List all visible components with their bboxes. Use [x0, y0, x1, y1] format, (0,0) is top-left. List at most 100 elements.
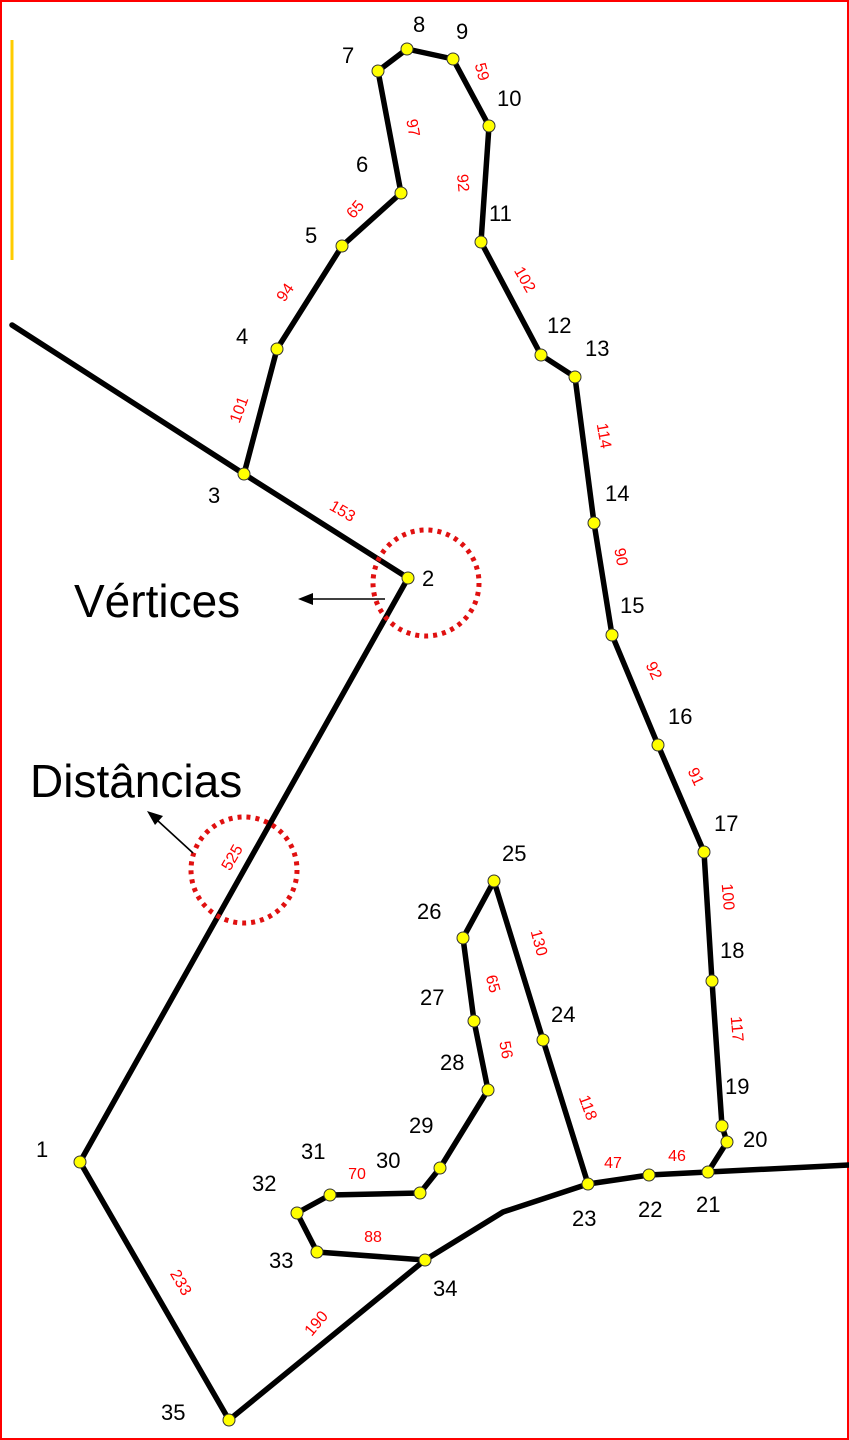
vertex-point-11	[474, 235, 488, 249]
vertex-label-7: 7	[342, 43, 354, 68]
vertex-label-26: 26	[417, 899, 441, 924]
vertex-label-14: 14	[605, 481, 629, 506]
vertex-label-1: 1	[36, 1137, 48, 1162]
vertex-point-22	[642, 1168, 656, 1182]
vertex-point-14	[587, 516, 601, 530]
distance-label: 130	[527, 928, 550, 958]
vertex-label-29: 29	[409, 1113, 433, 1138]
distances-callout-circle	[188, 814, 300, 926]
vertex-label-5: 5	[305, 223, 317, 248]
edge-path-3	[294, 878, 591, 1263]
vertices-callout: Vértices	[74, 527, 482, 639]
vertices-callout-label: Vértices	[74, 575, 240, 627]
distance-labels: 5251531019465975992102114909291100117464…	[166, 61, 746, 1339]
vertex-point-9	[446, 52, 460, 66]
vertex-point-19	[715, 1119, 729, 1133]
distances-callout-label: Distâncias	[30, 755, 242, 807]
vertex-point-33	[310, 1245, 324, 1259]
vertex-point-23	[581, 1177, 595, 1191]
distance-label: 233	[166, 1267, 194, 1299]
vertex-point-25	[487, 874, 501, 888]
vertex-point-18	[705, 974, 719, 988]
vertex-point-24	[536, 1033, 550, 1047]
vertex-label-31: 31	[301, 1139, 325, 1164]
distance-label: 153	[326, 498, 358, 526]
distances-callout-arrow	[156, 819, 194, 854]
vertex-label-22: 22	[638, 1197, 662, 1222]
vertex-point-28	[481, 1083, 495, 1097]
vertex-point-13	[568, 370, 582, 384]
vertex-point-6	[394, 186, 408, 200]
distance-label: 94	[274, 281, 298, 305]
vertex-point-10	[482, 119, 496, 133]
vertices-callout-arrowhead	[298, 593, 313, 605]
vertex-point-20	[720, 1135, 734, 1149]
vertices-callout-circle	[370, 527, 482, 639]
vertex-label-20: 20	[743, 1127, 767, 1152]
vertex-label-11: 11	[489, 201, 512, 226]
vertex-label-12: 12	[547, 313, 571, 338]
distance-label: 46	[668, 1148, 686, 1165]
distance-label: 102	[510, 264, 538, 296]
vertex-point-5	[335, 239, 349, 253]
distance-label: 100	[718, 883, 737, 911]
distance-label: 190	[302, 1308, 332, 1339]
vertex-label-2: 2	[422, 566, 434, 591]
vertex-point-32	[290, 1206, 304, 1220]
vertex-point-17	[697, 845, 711, 859]
vertex-label-13: 13	[585, 336, 609, 361]
edge-path-2	[241, 46, 730, 1175]
vertex-point-2	[401, 571, 415, 585]
vertex-point-26	[456, 931, 470, 945]
vertex-label-28: 28	[440, 1050, 464, 1075]
vertex-label-24: 24	[551, 1002, 575, 1027]
distance-label: 92	[642, 659, 665, 682]
distance-label: 47	[604, 1155, 622, 1172]
vertex-point-27	[467, 1014, 481, 1028]
distance-label: 65	[344, 197, 369, 222]
vertex-label-23: 23	[572, 1206, 596, 1231]
vertex-point-16	[651, 738, 665, 752]
distances-callout-arrowhead	[147, 811, 163, 825]
vertex-label-10: 10	[497, 86, 521, 111]
vertex-dots	[73, 42, 734, 1427]
vertex-label-33: 33	[269, 1248, 293, 1273]
distance-label: 118	[575, 1093, 600, 1123]
vertex-point-4	[270, 342, 284, 356]
distance-label: 90	[610, 547, 630, 568]
vertex-label-27: 27	[420, 985, 444, 1010]
vertex-label-25: 25	[502, 841, 526, 866]
vertex-label-6: 6	[356, 152, 368, 177]
vertex-point-29	[433, 1161, 447, 1175]
vertex-label-4: 4	[236, 324, 248, 349]
vertex-label-16: 16	[668, 704, 692, 729]
vertex-point-30	[413, 1186, 427, 1200]
distance-label: 92	[453, 173, 472, 192]
vertex-point-34	[418, 1253, 432, 1267]
distance-label: 59	[471, 61, 492, 83]
distance-label: 56	[495, 1040, 515, 1061]
vertex-point-21	[701, 1165, 715, 1179]
vertex-label-8: 8	[413, 12, 425, 37]
vertex-point-1	[73, 1155, 87, 1169]
vertex-label-35: 35	[161, 1400, 185, 1425]
vertex-point-15	[605, 628, 619, 642]
vertex-label-30: 30	[376, 1148, 400, 1173]
vertex-point-35	[222, 1413, 236, 1427]
vertex-point-8	[400, 42, 414, 56]
vertex-point-3	[237, 467, 251, 481]
vertex-point-7	[371, 64, 385, 78]
vertex-label-18: 18	[720, 938, 744, 963]
vertex-label-32: 32	[252, 1171, 276, 1196]
vertex-label-9: 9	[456, 19, 468, 44]
distance-label: 117	[727, 1016, 746, 1043]
distance-label: 70	[348, 1166, 366, 1183]
distance-label: 114	[593, 422, 614, 450]
distances-callout: Distâncias	[30, 755, 300, 926]
edge-path-1	[9, 322, 849, 1423]
vertex-label-3: 3	[208, 483, 220, 508]
vertex-point-12	[534, 348, 548, 362]
